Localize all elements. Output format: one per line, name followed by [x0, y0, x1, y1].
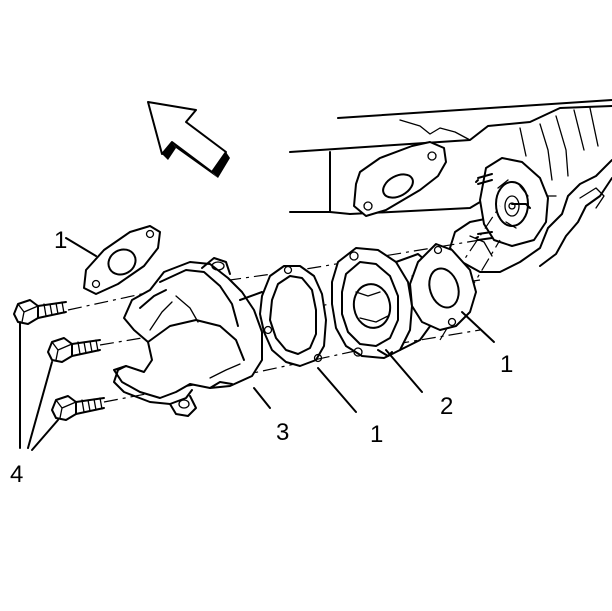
front-direction-arrow-icon — [147, 101, 230, 178]
gasket-top-left — [65, 225, 161, 295]
callout-egr-pipe: 3 — [276, 419, 289, 446]
gasket-center — [259, 265, 357, 413]
head-mounting-flange — [353, 141, 447, 217]
callout-gasket-right: 1 — [500, 351, 513, 378]
callout-gasket-center: 1 — [370, 421, 383, 448]
callout-gasket-top-left: 1 — [54, 227, 67, 254]
exhaust-port-with-studs — [475, 157, 549, 247]
bolt-top — [13, 299, 67, 325]
callout-bolts: 4 — [10, 461, 23, 488]
bolt-bottom — [51, 395, 105, 421]
callout-egr-valve: 2 — [440, 393, 453, 420]
bolt-leader-lines — [19, 321, 59, 451]
gasket-right — [409, 243, 495, 343]
egr-pipe — [113, 257, 277, 417]
engine-head — [289, 99, 612, 273]
egr-valve — [331, 247, 441, 393]
bolt-middle — [47, 337, 101, 363]
